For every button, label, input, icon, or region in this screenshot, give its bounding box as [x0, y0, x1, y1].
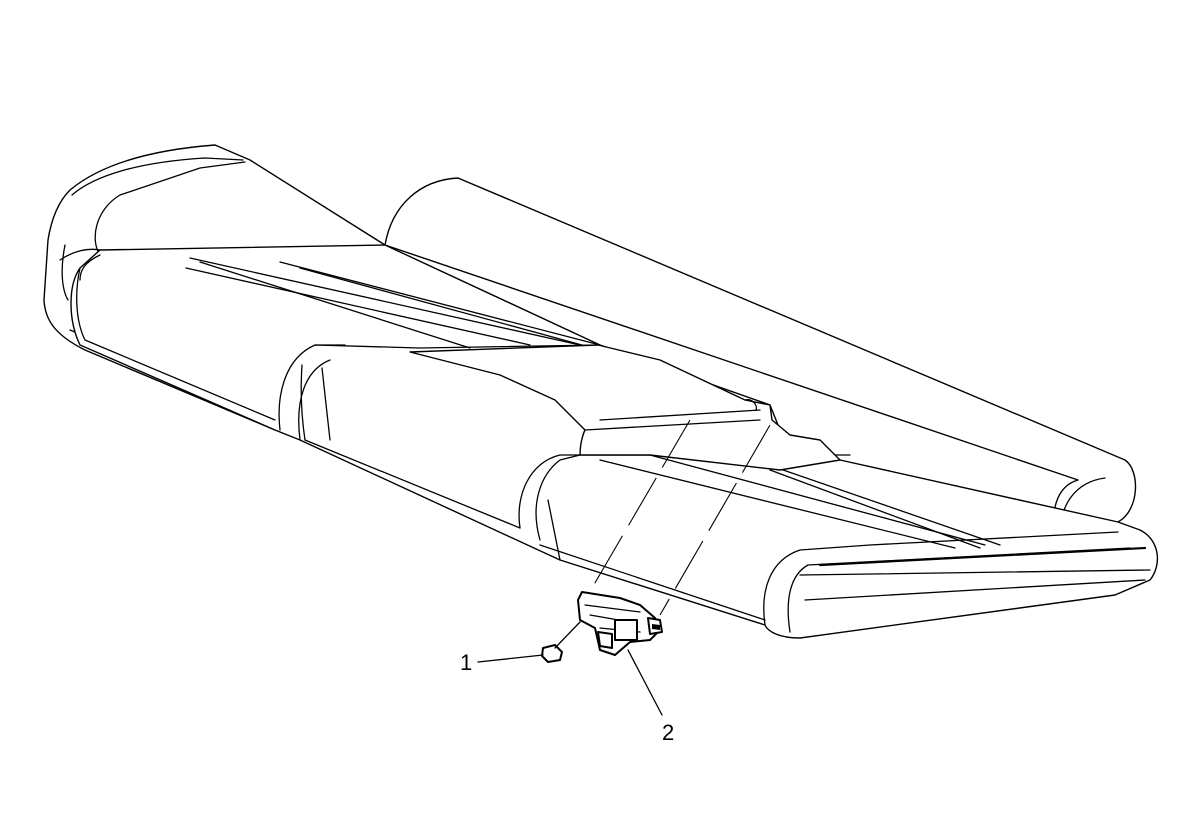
hidden-guide-lines [584, 419, 771, 616]
module-assembly [577, 591, 663, 656]
screw-fastener [541, 621, 581, 663]
callout-label-2: 2 [662, 720, 674, 745]
callout-label-1: 1 [460, 650, 472, 675]
seat-center-housing [409, 344, 841, 471]
leader-lines [477, 649, 663, 716]
